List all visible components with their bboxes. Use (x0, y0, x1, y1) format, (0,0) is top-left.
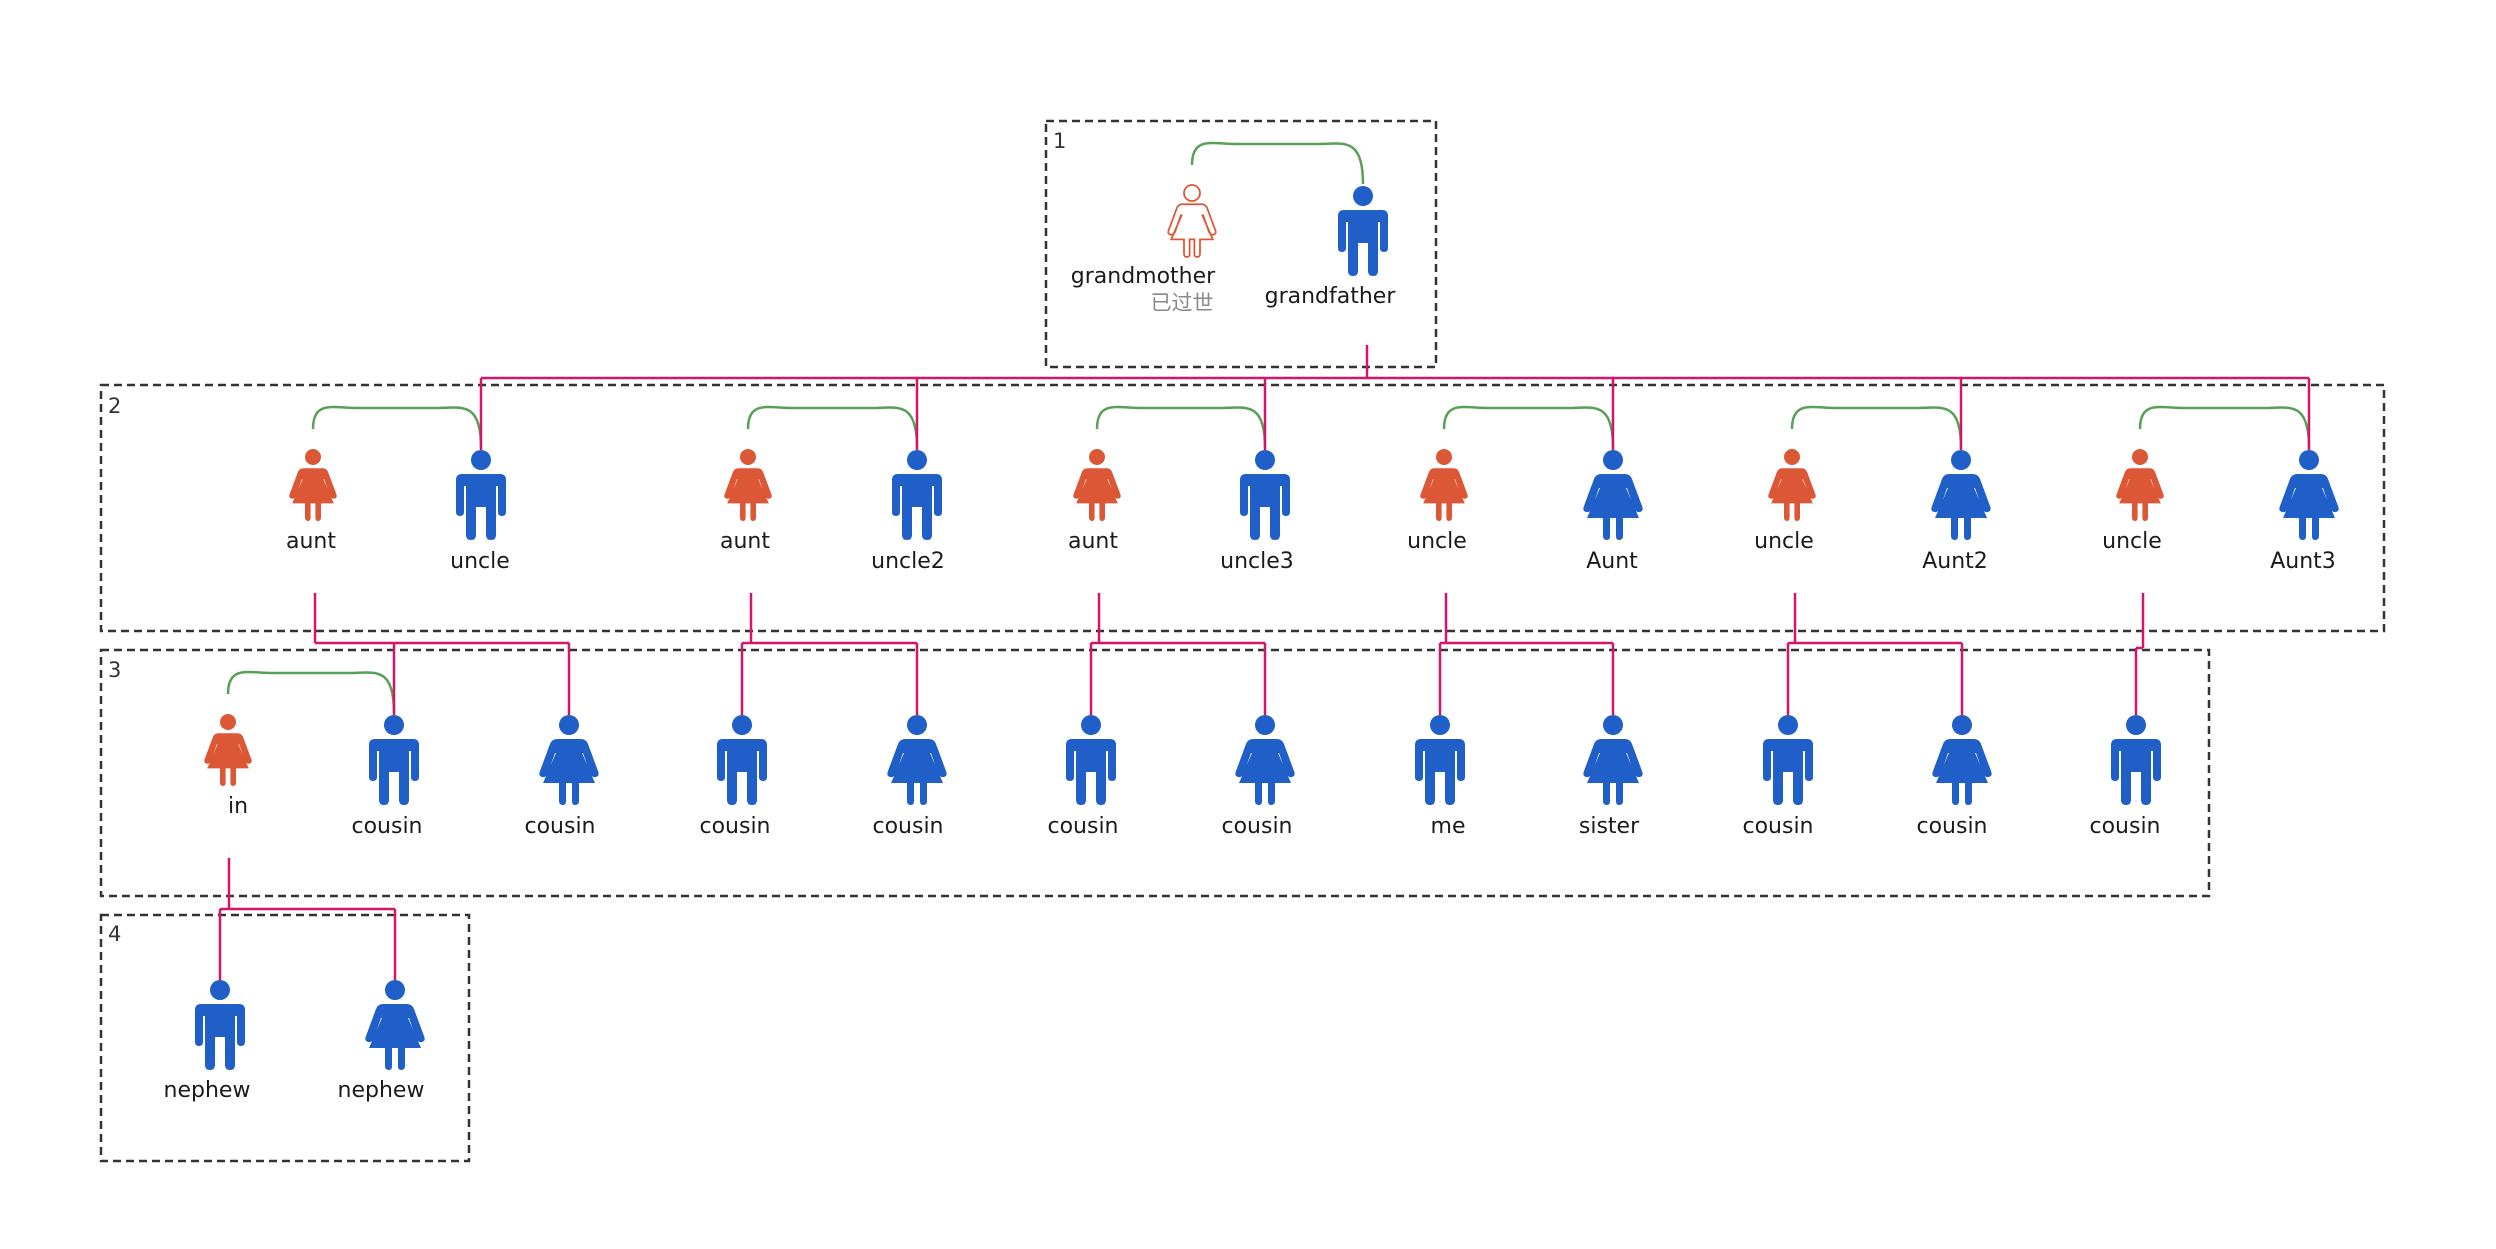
person-name: cousin (699, 814, 770, 839)
person-name: cousin (351, 814, 422, 839)
parent-child-link (2134, 593, 2145, 715)
spouse-link (311, 405, 483, 449)
man-icon (1240, 450, 1290, 540)
woman-icon (1932, 715, 1992, 805)
man-icon (456, 450, 506, 540)
relationship-lines (218, 141, 2311, 980)
woman-icon (1583, 715, 1643, 805)
spouse-link (746, 405, 919, 449)
person-figures (195, 184, 2339, 1070)
parent-child-link (1786, 593, 1964, 715)
person-name: cousin (2089, 814, 2160, 839)
person-name: cousin (1221, 814, 1292, 839)
parent-child-link (479, 345, 2311, 450)
woman-icon (1768, 449, 1816, 521)
woman-icon (1167, 184, 1217, 258)
man-icon (717, 715, 767, 805)
generation-frame-4 (99, 913, 471, 1163)
spouse-link (226, 670, 396, 714)
man-icon (1066, 715, 1116, 805)
generation-label: 3 (108, 658, 121, 682)
spouse-link (1095, 405, 1267, 449)
person-name: uncle2 (871, 549, 945, 574)
man-icon (195, 980, 245, 1070)
parent-child-link (218, 858, 397, 980)
parent-child-link (313, 593, 571, 715)
person-name: Aunt2 (1922, 549, 1988, 574)
woman-icon (887, 715, 947, 805)
woman-icon (2279, 450, 2339, 540)
person-name: grandfather (1265, 284, 1397, 309)
woman-icon (2116, 449, 2164, 521)
generation-frames (99, 119, 2386, 1163)
parent-child-link (1438, 593, 1615, 715)
person-name: uncle (450, 549, 510, 574)
person-name: grandmother (1071, 264, 1216, 289)
woman-icon (1073, 449, 1121, 521)
woman-icon (204, 714, 252, 786)
person-name: uncle (2102, 529, 2162, 554)
woman-icon (289, 449, 337, 521)
person-name: in (228, 794, 248, 819)
person-note: 已过世 (1151, 291, 1214, 315)
person-name: uncle (1407, 529, 1467, 554)
generation-frame-2 (99, 383, 2386, 633)
spouse-link (2138, 405, 2311, 449)
parent-child-link (1089, 593, 1267, 715)
person-name: aunt (286, 529, 336, 554)
man-icon (2111, 715, 2161, 805)
woman-icon (1931, 450, 1991, 540)
generation-label: 1 (1053, 129, 1066, 153)
spouse-link (1442, 405, 1615, 449)
generation-label: 2 (108, 394, 121, 418)
man-icon (1338, 186, 1388, 276)
man-icon (1415, 715, 1465, 805)
person-name: sister (1579, 814, 1640, 839)
person-name: cousin (1742, 814, 1813, 839)
woman-icon (1420, 449, 1468, 521)
woman-icon (724, 449, 772, 521)
person-name: nephew (164, 1078, 251, 1103)
person-name: aunt (1068, 529, 1118, 554)
person-name: me (1431, 814, 1466, 839)
person-name: uncle3 (1220, 549, 1294, 574)
woman-icon (365, 980, 425, 1070)
woman-icon (1583, 450, 1643, 540)
spouse-link (1790, 405, 1963, 449)
person-name: uncle (1754, 529, 1814, 554)
spouse-link (1190, 141, 1365, 185)
person-name: Aunt3 (2270, 549, 2336, 574)
woman-icon (539, 715, 599, 805)
person-name: aunt (720, 529, 770, 554)
parent-child-link (740, 593, 919, 715)
man-icon (1763, 715, 1813, 805)
person-name: nephew (338, 1078, 425, 1103)
person-name: cousin (1047, 814, 1118, 839)
woman-icon (1235, 715, 1295, 805)
generation-frame-3 (99, 648, 2211, 898)
man-icon (369, 715, 419, 805)
generation-frame-1 (1044, 119, 1438, 369)
generation-label: 4 (108, 922, 121, 946)
person-name: cousin (872, 814, 943, 839)
man-icon (892, 450, 942, 540)
person-name: cousin (1916, 814, 1987, 839)
person-name: cousin (524, 814, 595, 839)
person-name: Aunt (1586, 549, 1638, 574)
